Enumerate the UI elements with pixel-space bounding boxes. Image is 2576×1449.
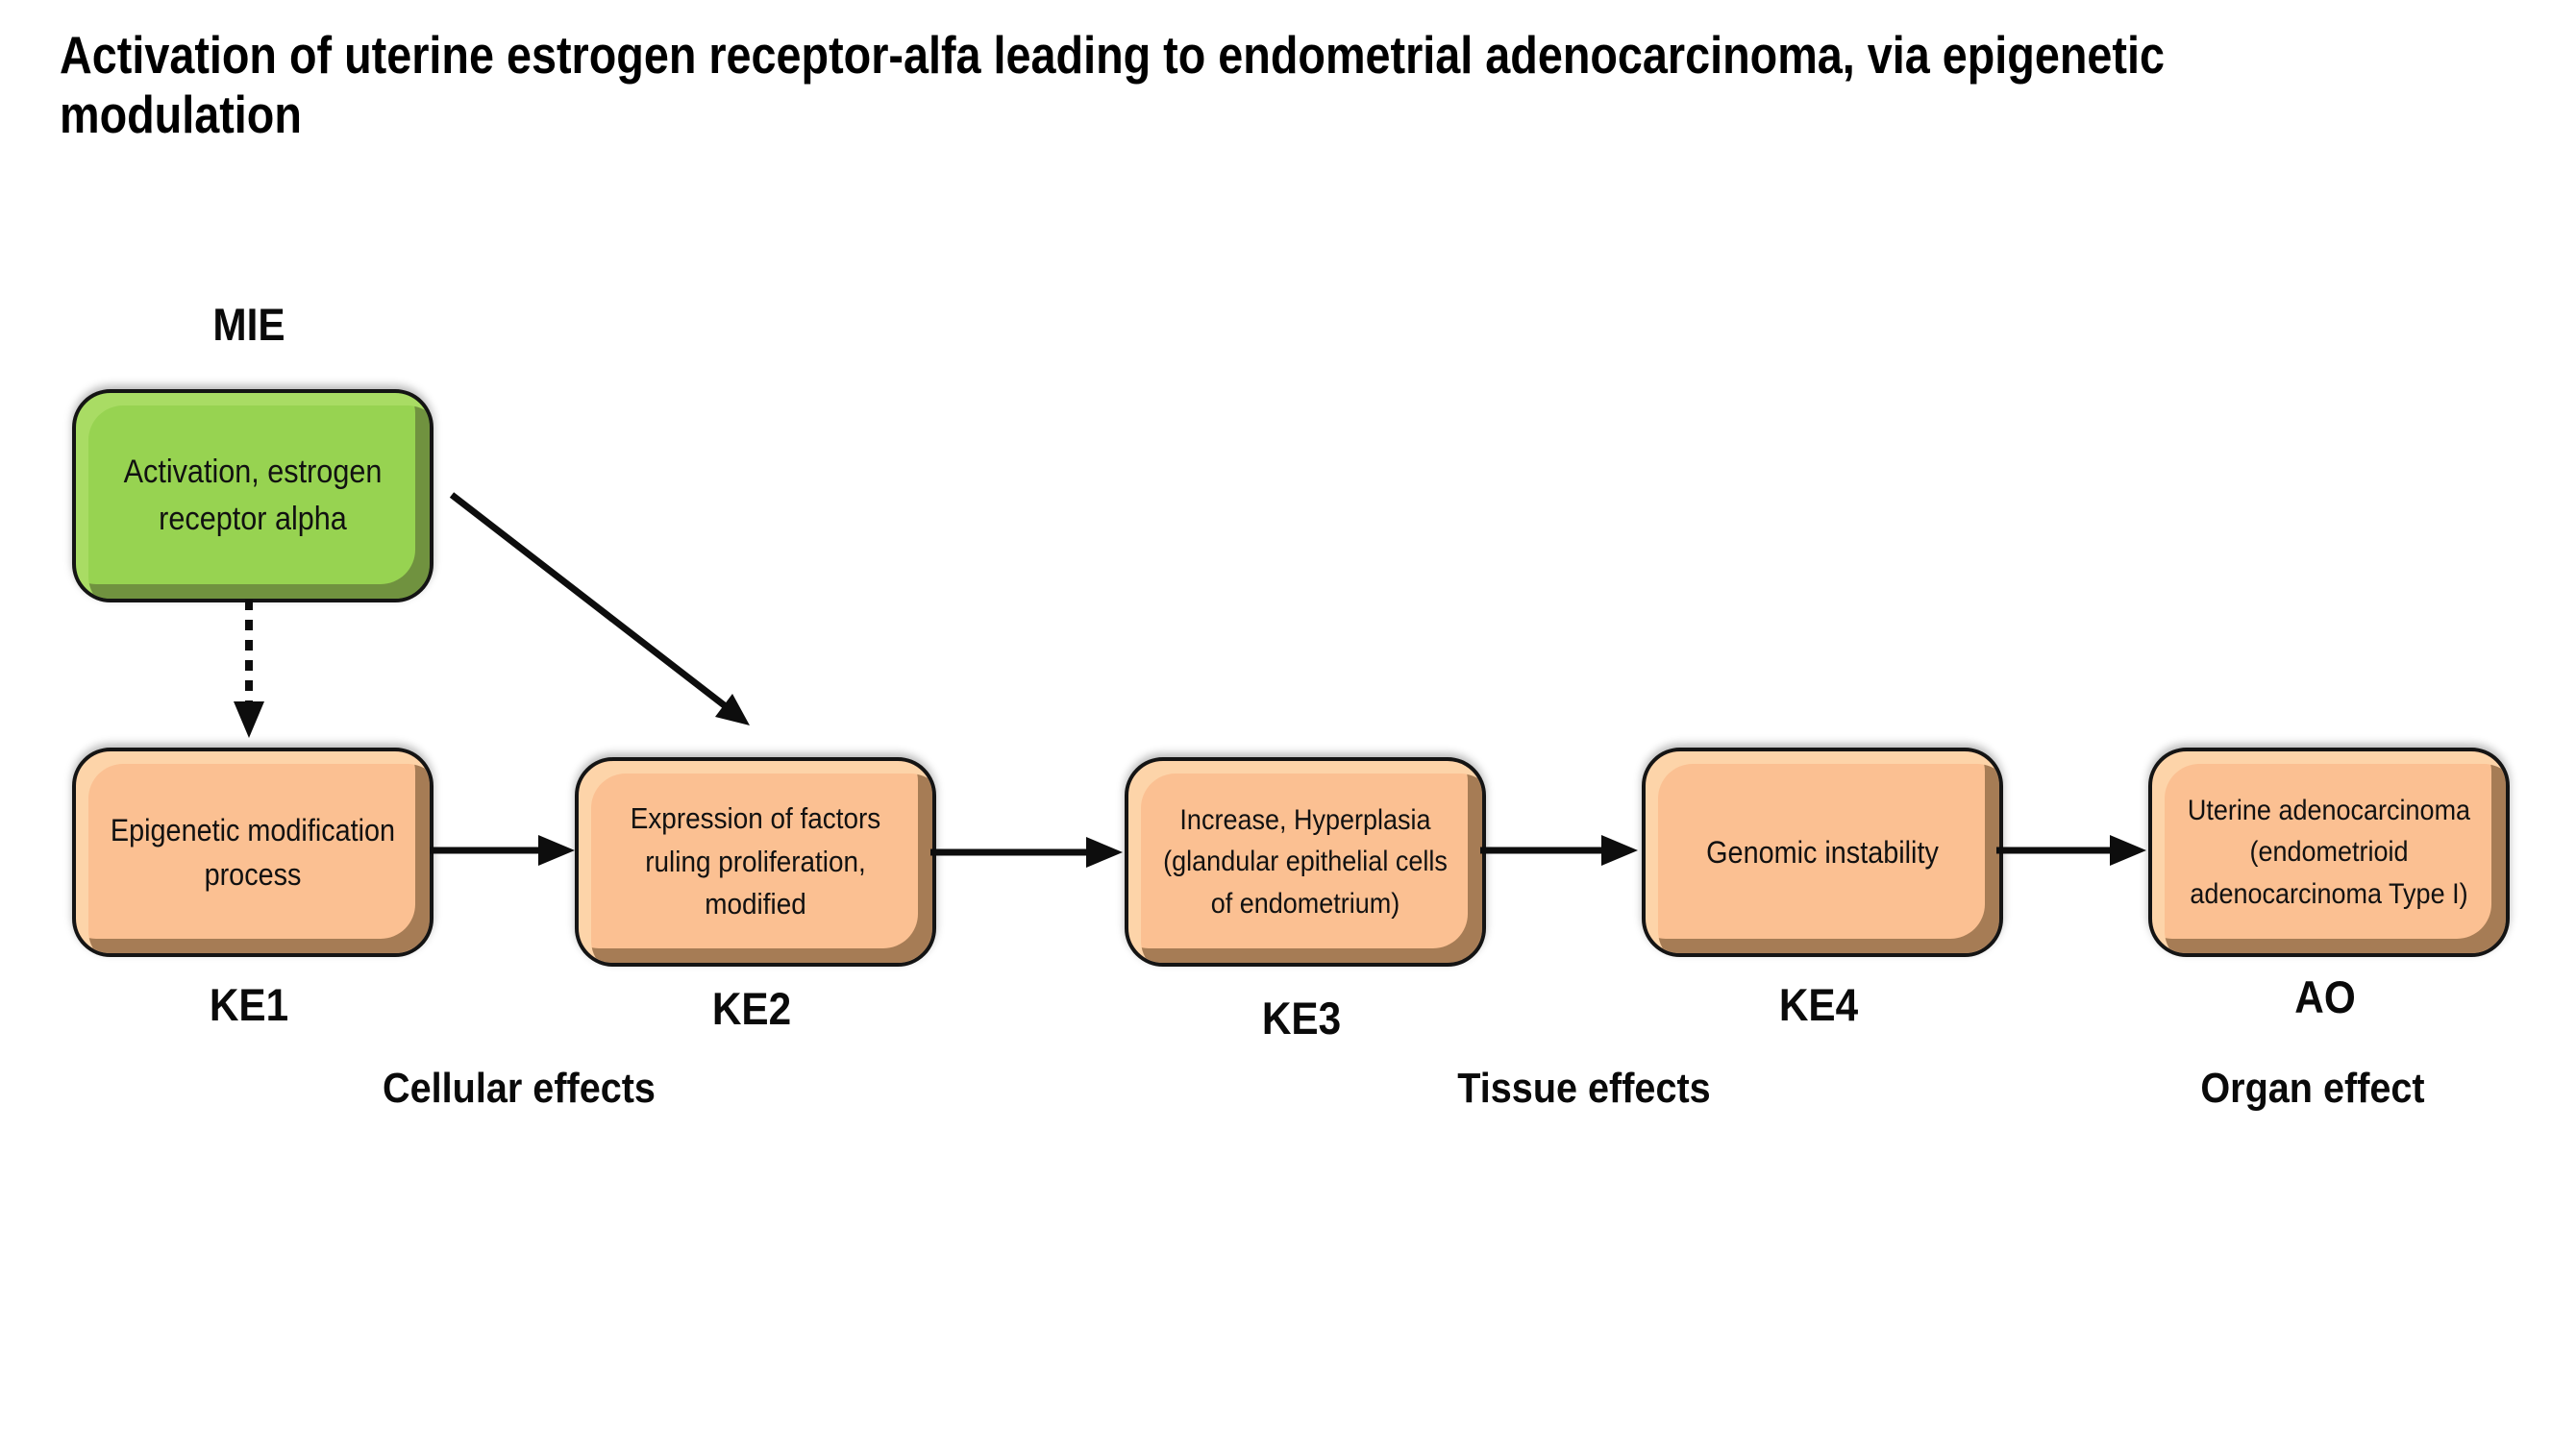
node-ke3-box: Increase, Hyperplasia (glandular epithel… xyxy=(1125,757,1486,967)
node-ao-label: Uterine adenocarcinoma (endometrioid ade… xyxy=(2169,790,2488,916)
section-label-tissue-effects: Tissue effects xyxy=(1457,1065,1711,1112)
arrow-ke1-ke2 xyxy=(430,835,575,866)
node-mie-label-line: receptor alpha xyxy=(159,501,347,537)
arrow-ke2-ke3 xyxy=(930,837,1123,868)
page-title: Activation of uterine estrogen receptor-… xyxy=(60,25,2165,145)
dashed-arrow-mie-ke1 xyxy=(234,600,264,738)
node-ke3-label-line: of endometrium) xyxy=(1210,887,1400,920)
node-ke4-box: Genomic instability xyxy=(1642,748,2003,957)
node-ke2-label-line: ruling proliferation, xyxy=(645,844,866,878)
node-ke3-label-line: Increase, Hyperplasia xyxy=(1179,803,1431,836)
node-ao-label-line: Uterine adenocarcinoma xyxy=(2187,794,2471,826)
node-ke1-label-line: process xyxy=(204,857,302,892)
node-ao-label-line: adenocarcinoma Type I) xyxy=(2190,877,2468,910)
node-ke1-label-line: Epigenetic modification xyxy=(110,812,396,847)
node-ke1-box: Epigenetic modification process xyxy=(72,748,433,957)
node-mie-label-line: Activation, estrogen xyxy=(123,453,383,490)
node-ao-label-line: (endometrioid xyxy=(2249,836,2409,869)
node-ke3-label: Increase, Hyperplasia (glandular epithel… xyxy=(1146,799,1464,925)
node-ke2-label-line: modified xyxy=(705,887,806,921)
node-ke3-label-line: (glandular epithelial cells xyxy=(1163,846,1448,878)
node-ke4-label-line: Genomic instability xyxy=(1706,834,1939,870)
node-mie-box: Activation, estrogen receptor alpha xyxy=(72,389,433,602)
node-ao-box: Uterine adenocarcinoma (endometrioid ade… xyxy=(2148,748,2510,957)
tag-mie: MIE xyxy=(212,299,285,350)
diagonal-arrow-mie-ke2 xyxy=(449,492,750,725)
arrow-ke4-ao xyxy=(1996,835,2146,866)
node-mie-label: Activation, estrogen receptor alpha xyxy=(93,449,411,544)
node-ke1-label: Epigenetic modification process xyxy=(93,808,411,897)
node-ke2-label: Expression of factors ruling proliferati… xyxy=(596,798,914,927)
tag-ao: AO xyxy=(2294,971,2356,1022)
tag-ke3: KE3 xyxy=(1261,993,1342,1044)
node-ke2-label-line: Expression of factors xyxy=(630,800,881,835)
section-label-cellular-effects: Cellular effects xyxy=(383,1065,656,1112)
tag-ke1: KE1 xyxy=(209,979,289,1030)
node-ke4-label: Genomic instability xyxy=(1663,830,1981,874)
node-ke2-box: Expression of factors ruling proliferati… xyxy=(575,757,936,967)
tag-ke2: KE2 xyxy=(711,983,792,1034)
section-label-organ-effect: Organ effect xyxy=(2200,1065,2425,1112)
arrow-ke3-ke4 xyxy=(1480,835,1638,866)
tag-ke4: KE4 xyxy=(1778,979,1859,1030)
